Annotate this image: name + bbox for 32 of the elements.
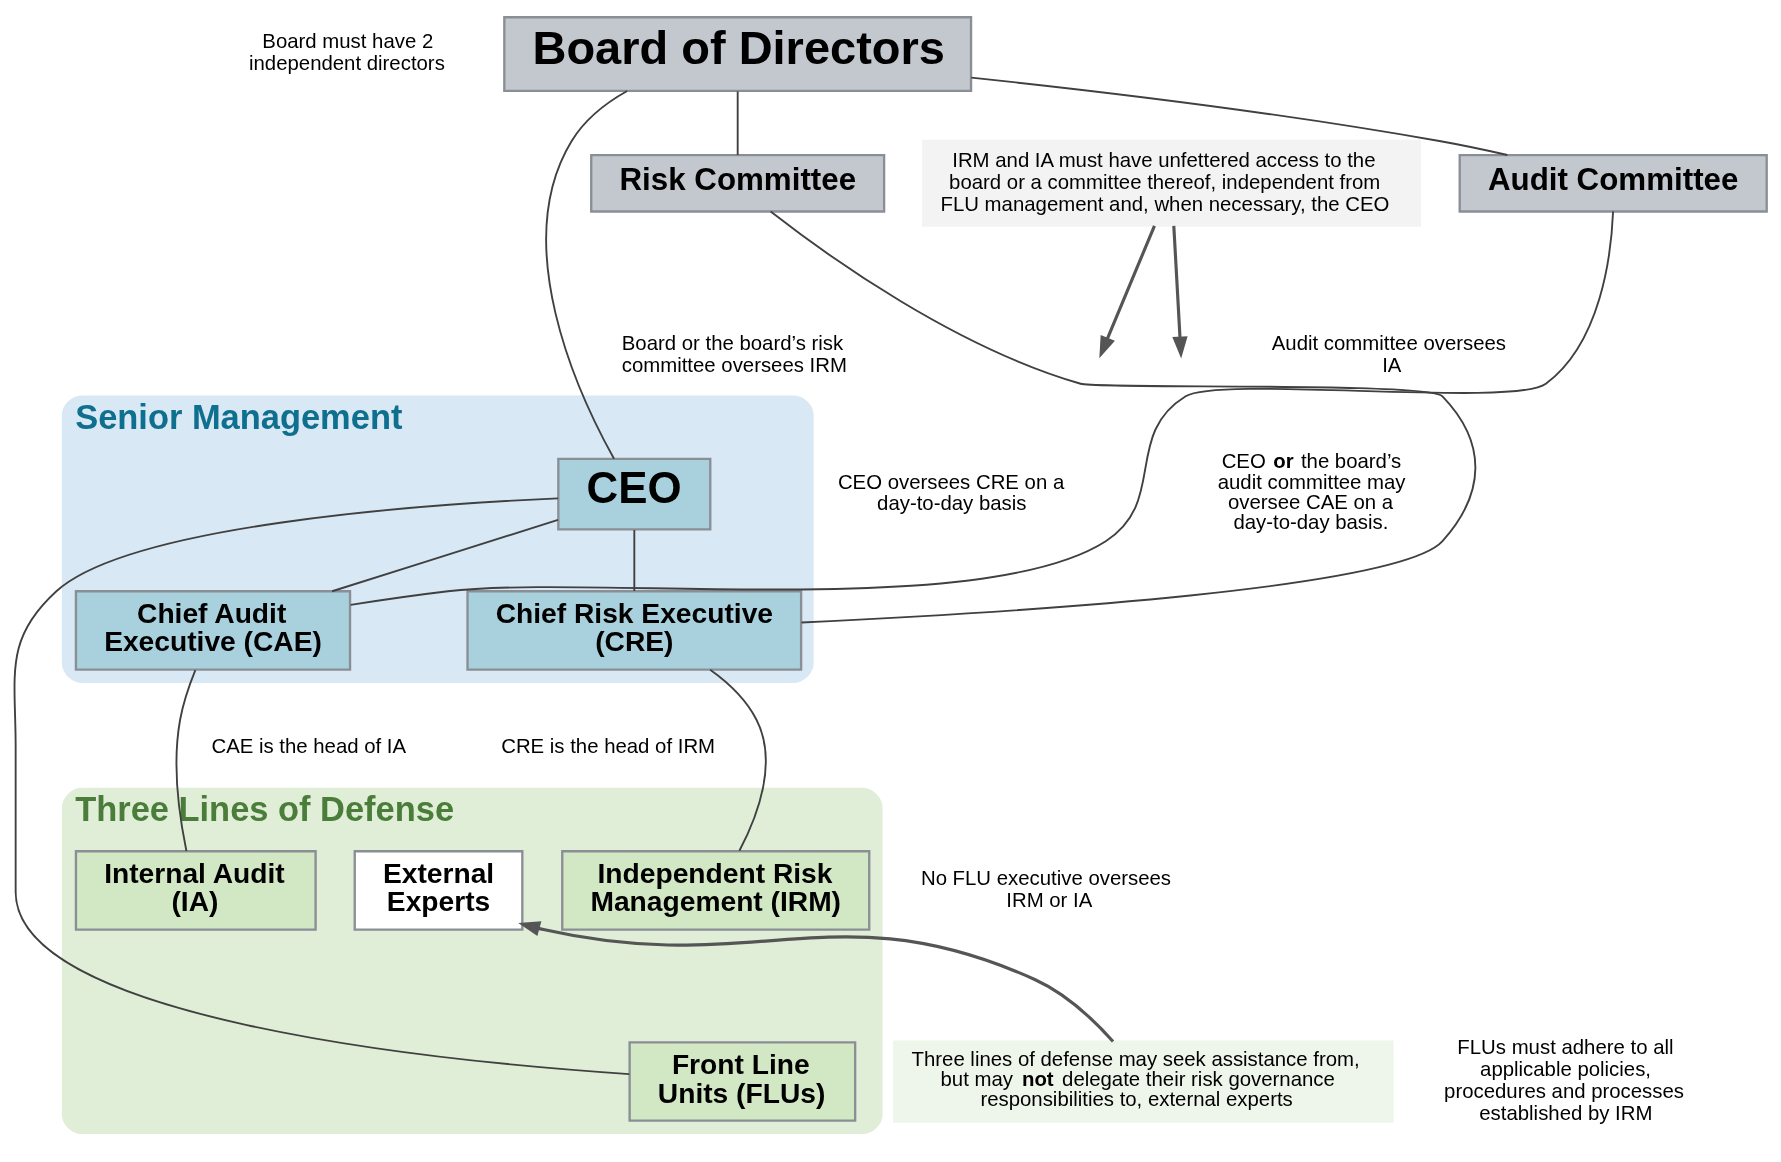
node-box: Independent Risk Management (IRM) bbox=[561, 849, 871, 931]
connector bbox=[736, 90, 739, 156]
label: FLUs must adhere to all applicable policies, procedures and processes established by IRM bbox=[1444, 1035, 1684, 1124]
label: Board or the board’s risk committee oversees IRM bbox=[621, 331, 847, 376]
node-box: Internal Audit (IA) bbox=[74, 849, 317, 931]
connector bbox=[545, 89, 629, 460]
label: Audit committee oversees IA bbox=[1271, 331, 1506, 376]
node-box: External Experts bbox=[353, 849, 524, 931]
node-box: Board of Directors bbox=[503, 15, 973, 92]
label: CEO oversees CRE on a day-to-day basis bbox=[837, 470, 1065, 514]
connector bbox=[331, 518, 559, 592]
label: CRE is the head of IRM bbox=[501, 734, 716, 757]
connector bbox=[769, 210, 1477, 623]
connector bbox=[13, 496, 631, 1075]
connector bbox=[633, 528, 636, 592]
node-box: Audit Committee bbox=[1458, 153, 1768, 213]
connector bbox=[709, 668, 767, 852]
node-box: Risk Committee bbox=[590, 153, 886, 213]
node-box: IRM and IA must have unfettered access to the board or a committee thereof, independent from FLU management and, when necessary, the CEO bbox=[922, 139, 1421, 227]
node-box: Front Line Units (FLUs) bbox=[628, 1040, 857, 1122]
label: No FLU executive oversees IRM or IA bbox=[920, 866, 1172, 911]
label: CAE is the head of IA bbox=[211, 734, 407, 757]
arrow bbox=[518, 920, 1115, 1043]
connector bbox=[349, 210, 1614, 606]
node-box: CEO bbox=[557, 457, 712, 531]
node-box: Chief Audit Executive (CAE) bbox=[74, 589, 352, 671]
connector bbox=[175, 668, 197, 852]
node-box: Chief Risk Executive (CRE) bbox=[466, 589, 803, 671]
label: CEO or the board’s audit committee may oversee CAE on a day-to-day basis. bbox=[1217, 449, 1406, 533]
label: Board must have 2 independent directors bbox=[249, 29, 445, 74]
connector bbox=[970, 76, 1509, 156]
node-box: Three lines of defense may seek assistance from, but may not delegate their risk governance responsibilities to, external experts bbox=[893, 1039, 1394, 1123]
